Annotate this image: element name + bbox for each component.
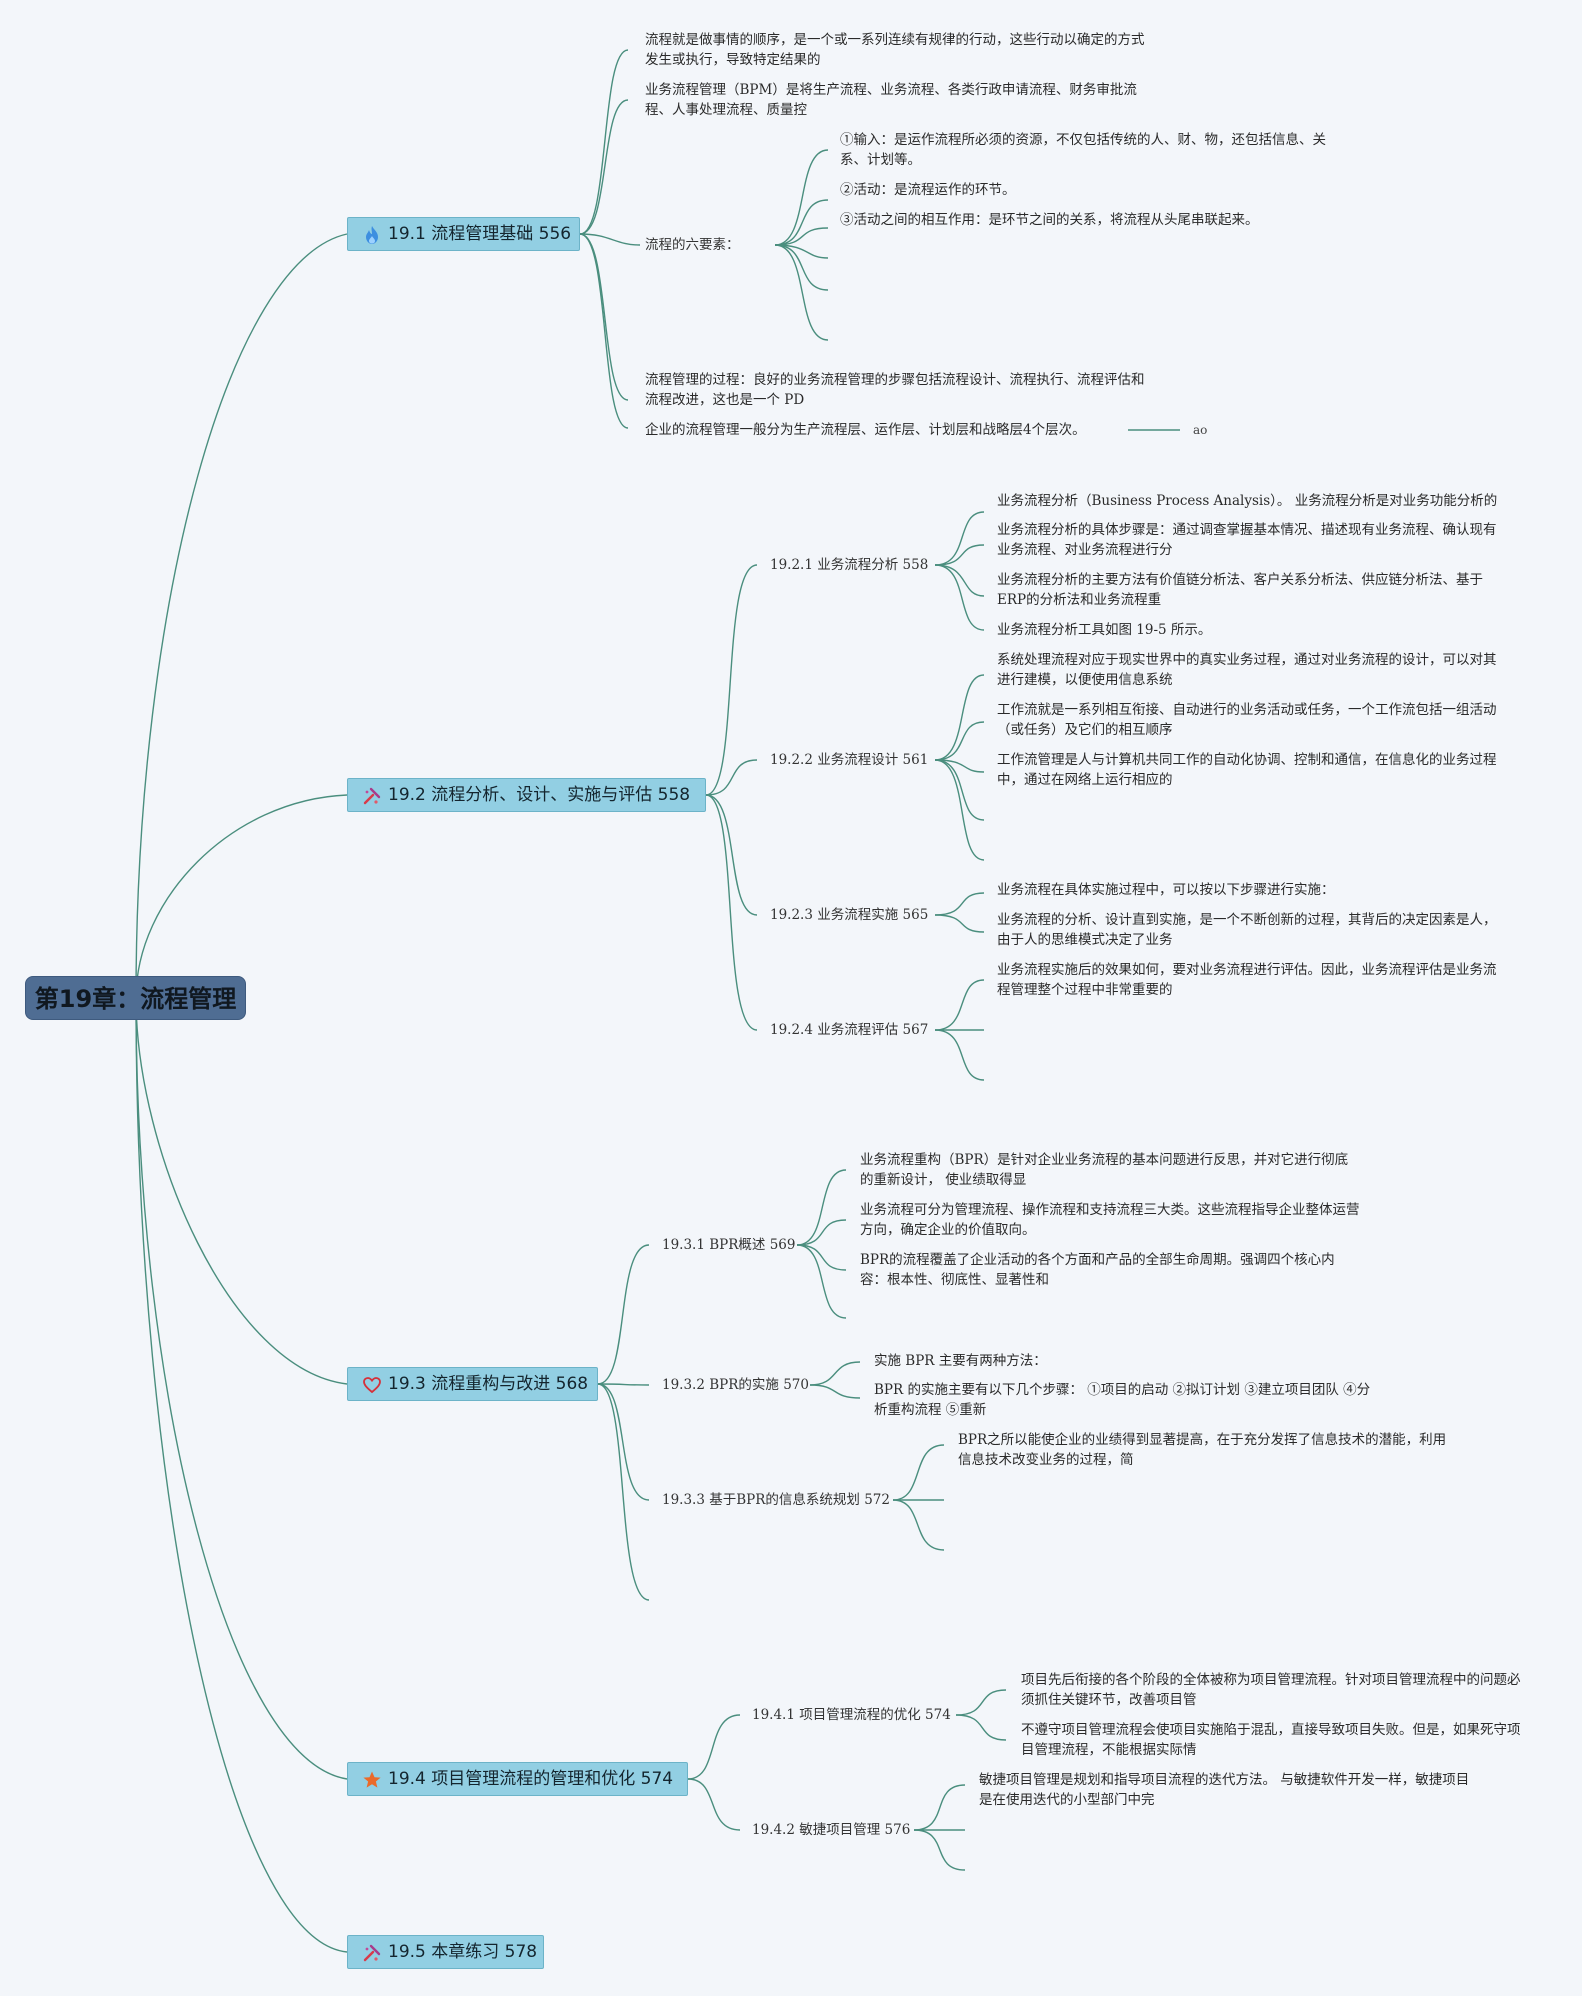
topic-label: 19.5 本章练习 578 [388,1942,538,1962]
fire-icon [366,226,378,244]
leaf-item: 业务流程的分析、设计直到实施，是一个不断创新的过程，其背后的决定因素是人，由于人… [997,912,1497,948]
leaf-item: 流程管理的过程：良好的业务流程管理的步骤包括流程设计、流程执行、流程评估和流程改… [645,372,1145,408]
tools-icon [363,787,381,805]
subtopic-19-3-2[interactable]: 19.3.2 BPR的实施 570 [662,1377,809,1393]
topic-19-4[interactable]: 19.4 项目管理流程的管理和优化 574 [347,1762,688,1796]
tools-icon [363,1944,381,1962]
leaf-item: 业务流程分析（Business Process Analysis）。 业务流程分… [997,493,1498,509]
leaf-item: 业务流程分析的主要方法有价值链分析法、客户关系分析法、供应链分析法、基于 ERP… [997,572,1483,608]
subtopic-19-4-1[interactable]: 19.4.1 项目管理流程的优化 574 [752,1707,951,1723]
topic-19-2[interactable]: 19.2 流程分析、设计、实施与评估 558 [347,778,706,812]
leaf-item: 业务流程重构（BPR）是针对企业业务流程的基本问题进行反思，并对它进行彻底的重新… [860,1152,1349,1188]
leaf-item: 系统处理流程对应于现实世界中的真实业务过程，通过对业务流程的设计，可以对其进行建… [997,652,1497,688]
subtopic-19-4-2[interactable]: 19.4.2 敏捷项目管理 576 [752,1822,911,1838]
leaf-item: 不遵守项目管理流程会使项目实施陷于混乱，直接导致项目失败。但是，如果死守项目管理… [1021,1722,1521,1758]
subtopic-19-3-1[interactable]: 19.3.1 BPR概述 569 [662,1237,796,1253]
star-icon [363,1771,381,1788]
leaf-item: 业务流程分析的具体步骤是：通过调查掌握基本情况、描述现有业务流程、确认现有业务流… [997,522,1497,558]
subtopic-19-3-3[interactable]: 19.3.3 基于BPR的信息系统规划 572 [662,1492,890,1508]
leaf-item: 流程就是做事情的顺序，是一个或一系列连续有规律的行动，这些行动以确定的方式发生或… [645,32,1145,68]
leaf-item: 企业的流程管理一般分为生产流程层、运作层、计划层和战略层4个层次。￼ [645,422,1086,438]
subtopic-19-2-4[interactable]: 19.2.4 业务流程评估 567 [770,1022,929,1038]
leaf-item: 业务流程在具体实施过程中，可以按以下步骤进行实施： [997,882,1335,898]
leaf-item-ao: ao [1193,423,1208,437]
leaf-item: 业务流程实施后的效果如何，要对业务流程进行评估。因此，业务流程评估是业务流程管理… [997,962,1497,998]
leaf-item: ②活动：是流程运作的环节。 [840,182,1016,198]
leaf-item: 工作流就是一系列相互衔接、自动进行的业务活动或任务，一个工作流包括一组活动（或任… [997,702,1497,738]
leaf-item: 项目先后衔接的各个阶段的全体被称为项目管理流程。针对项目管理流程中的问题必须抓住… [1021,1672,1521,1708]
leaf-item: BPR之所以能使企业的业绩得到显著提高，在于充分发挥了信息技术的潜能，利用信息技… [958,1432,1447,1468]
leaf-item: ①输入：是运作流程所必须的资源，不仅包括传统的人、财、物，还包括信息、关系、计划… [840,132,1326,168]
leaf-item: 业务流程分析工具如图 19-5 所示。￼ [997,622,1212,638]
subtopic-19-2-2[interactable]: 19.2.2 业务流程设计 561 [770,752,929,768]
leaf-item: 工作流管理是人与计算机共同工作的自动化协调、控制和通信，在信息化的业务过程中，通… [997,752,1497,788]
subtopic-six-elements[interactable]: 流程的六要素：￼ [645,237,740,253]
leaf-item: 实施 BPR 主要有两种方法： [874,1353,1047,1369]
topic-19-5[interactable]: 19.5 本章练习 578 [347,1935,544,1969]
subtopic-19-2-1[interactable]: 19.2.1 业务流程分析 558 [770,557,929,573]
leaf-item: BPR 的实施主要有以下几个步骤： ①项目的启动 ②拟订计划 ③建立项目团队 ④… [874,1382,1371,1418]
topic-label: 19.2 流程分析、设计、实施与评估 558 [388,785,691,805]
root-topic[interactable]: 第19章：流程管理 [25,976,246,1020]
topic-label: 19.1 流程管理基础 556 [388,224,572,244]
topic-label: 19.4 项目管理流程的管理和优化 574 [388,1769,674,1789]
leaf-item: BPR的流程覆盖了企业活动的各个方面和产品的全部生命周期。强调四个核心内容：根本… [860,1252,1335,1288]
leaf-item: 业务流程可分为管理流程、操作流程和支持流程三大类。这些流程指导企业整体运营方向，… [860,1202,1360,1238]
leaf-item: 敏捷项目管理是规划和指导项目流程的迭代方法。 与敏捷软件开发一样，敏捷项目是在使… [979,1772,1470,1808]
topic-19-3[interactable]: 19.3 流程重构与改进 568 [347,1367,598,1401]
leaf-item: 业务流程管理（BPM）是将生产流程、业务流程、各类行政申请流程、财务审批流程、人… [645,82,1137,118]
leaf-item: ③活动之间的相互作用：是环节之间的关系，将流程从头尾串联起来。 [840,212,1259,228]
topic-label: 19.3 流程重构与改进 568 [388,1374,589,1394]
topic-19-1[interactable]: 19.1 流程管理基础 556 [347,217,580,251]
subtopic-19-2-3[interactable]: 19.2.3 业务流程实施 565 [770,907,929,923]
heart-icon [363,1377,381,1394]
